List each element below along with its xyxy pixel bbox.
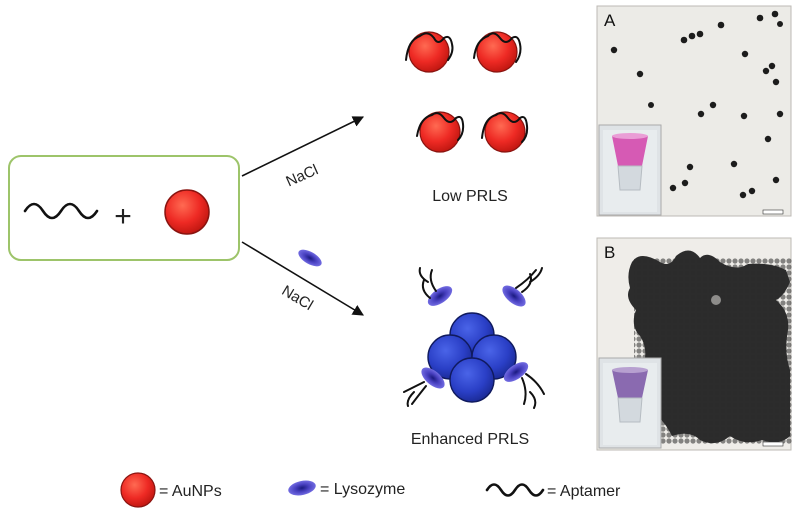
plus-sign: + [114,200,132,233]
tem-panel-b: B [596,237,792,451]
tem-panel-a: A [596,5,792,217]
aunp-with-aptamer [473,31,522,73]
lysozyme-aptamer-complex [503,362,545,409]
aptamer-strand [23,202,99,220]
low-prls-label: Low PRLS [432,188,508,205]
legend-item-lysozyme: = Lysozyme [288,480,405,498]
scale-bar-a [762,209,784,215]
panel-a-letter: A [604,11,616,30]
arrow-to-enhanced-prls [241,241,364,316]
reactant-box: + [8,155,240,261]
tube-inset-pink [598,124,662,216]
dispersed-particles [610,10,784,199]
aptamer-legend-icon [485,483,545,497]
lysozyme-legend-icon [288,480,316,496]
tube-inset-purple [598,357,662,449]
legend-lysozyme-label: = Lysozyme [320,481,405,498]
aunp-with-aptamer [405,31,454,73]
aggregated-aunps [427,312,517,403]
nacl-label-bottom: NaCl [279,282,316,314]
panel-b-letter: B [604,243,615,262]
lysozyme-aptamer-complex [502,267,543,307]
lysozyme-aptamer-complex [418,267,453,306]
legend-item-aunps: = AuNPs [120,472,222,508]
scale-bar-b [762,441,784,447]
arrow-to-low-prls [241,116,365,177]
legend-aunps-label: = AuNPs [159,483,222,500]
nacl-label-top: NaCl [283,161,320,190]
lysozyme-aptamer-complex [403,367,445,407]
lysozyme-on-arrow [298,249,322,267]
aunp-with-aptamer [481,111,529,153]
gold-nanoparticle [164,189,210,235]
legend-aptamer-label: = Aptamer [547,483,621,500]
legend: = AuNPs = Lysozyme = Aptamer [120,472,621,508]
legend-item-aptamer: = Aptamer [485,483,621,500]
dispersed-aunps [405,31,529,153]
aunp-legend-icon [120,472,156,508]
enhanced-prls-label: Enhanced PRLS [411,431,529,448]
aunp-with-aptamer [416,111,465,153]
